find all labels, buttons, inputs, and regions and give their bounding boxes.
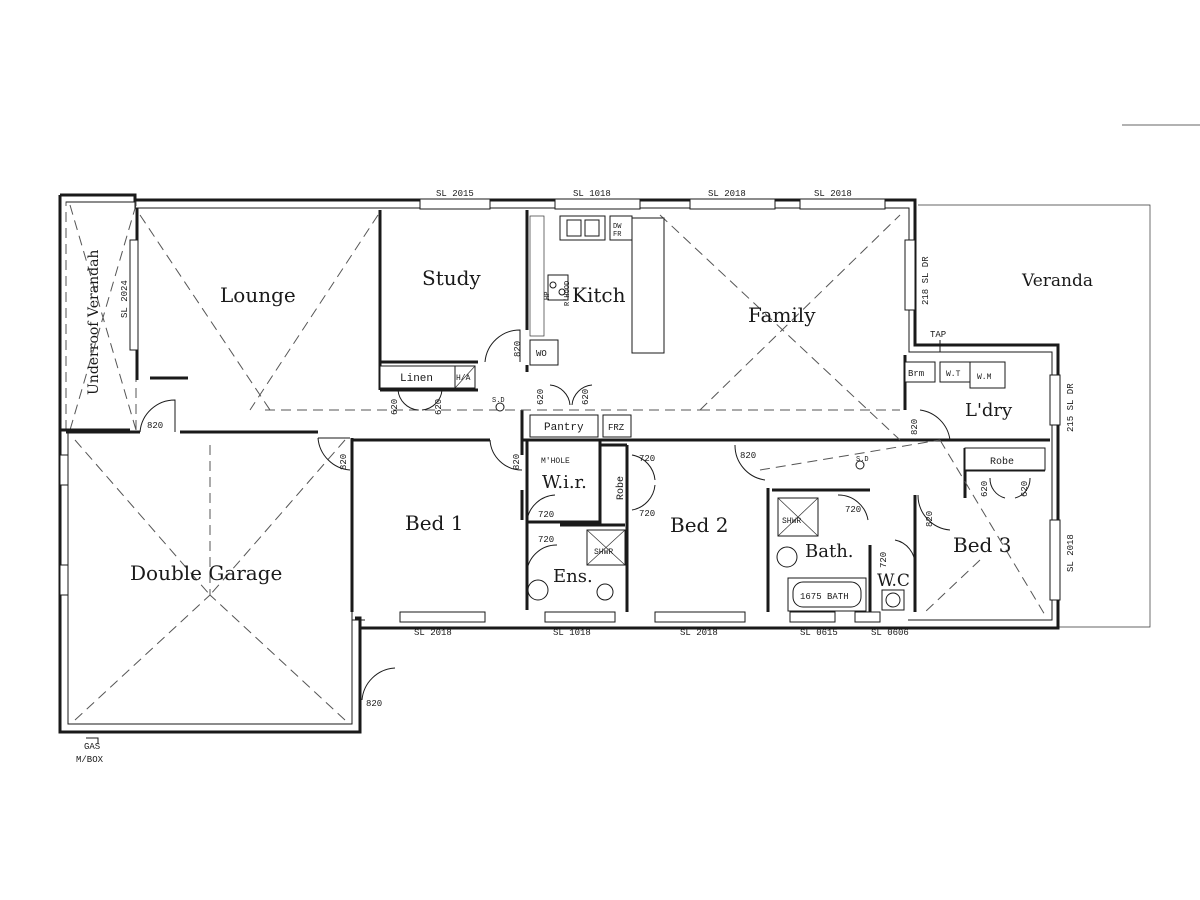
door-label-robe-1: 720 bbox=[639, 454, 655, 464]
room-label-veranda: Veranda bbox=[1021, 271, 1093, 291]
label-pantry: Pantry bbox=[544, 422, 584, 434]
window-label-lounge-left: SL 2024 bbox=[120, 280, 130, 318]
window-label-bot-3: SL 2018 bbox=[680, 628, 718, 638]
kitchen-fixtures bbox=[529, 215, 665, 438]
door-label-ldry: 820 bbox=[910, 419, 920, 435]
window-label-bot-5: SL 0606 bbox=[871, 628, 909, 638]
door-label-robe-2: 720 bbox=[639, 509, 655, 519]
windows bbox=[59, 198, 1061, 623]
label-hp: HP bbox=[544, 292, 552, 300]
door-label-bath: 720 bbox=[845, 505, 861, 515]
door-label-garage-side: 820 bbox=[366, 699, 382, 709]
label-robe-bed2: Robe bbox=[615, 476, 627, 500]
room-label-bed2: Bed 2 bbox=[670, 513, 728, 537]
label-wm: W.M bbox=[977, 373, 992, 382]
door-label-pantry-2: 620 bbox=[581, 389, 591, 405]
door-label-wc: 720 bbox=[879, 552, 889, 568]
room-label-underroof-verandah: Underroof Verandah bbox=[86, 250, 102, 395]
door-label-garage-top: 820 bbox=[339, 454, 349, 470]
window-label-ldry-right: 215 SL DR bbox=[1066, 383, 1076, 432]
label-robe-bed3: Robe bbox=[990, 456, 1014, 468]
room-label-lounge: Lounge bbox=[220, 283, 296, 307]
room-label-wir: W.i.r. bbox=[542, 472, 587, 493]
door-label-bed2: 820 bbox=[740, 451, 756, 461]
door-label-robe3-1: 620 bbox=[980, 481, 990, 497]
door-label-bed1-top: 820 bbox=[512, 454, 522, 470]
door-label-bed3: 820 bbox=[925, 511, 935, 527]
label-linen: Linen bbox=[400, 373, 433, 385]
room-label-bath: Bath. bbox=[805, 541, 854, 562]
room-label-bed1: Bed 1 bbox=[405, 511, 463, 535]
wet-fixtures bbox=[379, 361, 1046, 612]
interior-walls bbox=[66, 208, 1050, 612]
markers bbox=[86, 340, 941, 744]
label-gas: GAS bbox=[84, 742, 100, 752]
window-label-bed3-right: SL 2018 bbox=[1066, 534, 1076, 572]
window-label-family-right: 218 SL DR bbox=[921, 256, 931, 305]
label-brm: Brm bbox=[908, 369, 924, 379]
window-label-bot-4: SL 0615 bbox=[800, 628, 838, 638]
door-label-linen-1: 620 bbox=[390, 399, 400, 415]
ceiling-diagonals bbox=[74, 214, 1046, 721]
room-label-ldry: L'dry bbox=[965, 400, 1013, 421]
window-label-bot-1: SL 2018 bbox=[414, 628, 452, 638]
label-fr: FR bbox=[613, 231, 622, 239]
label-sd-1: S.D bbox=[492, 397, 505, 405]
window-label-top-1: SL 2015 bbox=[436, 189, 474, 199]
window-label-top-3: SL 2018 bbox=[708, 189, 746, 199]
label-sd-2: S.D bbox=[856, 456, 869, 464]
door-label-pantry-1: 620 bbox=[536, 389, 546, 405]
label-bath-size: 1675 BATH bbox=[800, 592, 849, 602]
window-label-bot-2: SL 1018 bbox=[553, 628, 591, 638]
window-label-top-2: SL 1018 bbox=[573, 189, 611, 199]
door-label-study: 820 bbox=[513, 341, 523, 357]
room-label-bed3: Bed 3 bbox=[953, 533, 1011, 557]
label-shwr-ens: SHWR bbox=[594, 548, 613, 557]
window-label-top-4: SL 2018 bbox=[814, 189, 852, 199]
room-label-family: Family bbox=[748, 303, 816, 327]
label-mbox: M/BOX bbox=[76, 755, 104, 765]
door-label-robe3-2: 620 bbox=[1020, 481, 1030, 497]
room-label-double-garage: Double Garage bbox=[130, 561, 282, 585]
label-dw: DW bbox=[613, 223, 622, 231]
underroof-diag-2 bbox=[69, 204, 137, 431]
label-tap: TAP bbox=[930, 330, 946, 340]
label-ha: H/A bbox=[456, 374, 471, 383]
label-rhood: R'HOOD bbox=[564, 281, 572, 306]
label-shwr-bath: SHWR bbox=[782, 517, 801, 526]
label-mhole: M'HOLE bbox=[541, 457, 570, 466]
room-label-study: Study bbox=[422, 266, 481, 290]
label-wo: WO bbox=[536, 349, 547, 359]
room-label-wc: W.C bbox=[877, 571, 910, 591]
door-label-ens: 720 bbox=[538, 535, 554, 545]
door-label-lounge: 820 bbox=[147, 421, 163, 431]
door-label-linen-2: 620 bbox=[434, 399, 444, 415]
door-label-wir: 720 bbox=[538, 510, 554, 520]
room-label-ens: Ens. bbox=[553, 566, 593, 587]
veranda-outline bbox=[918, 204, 1151, 628]
doors bbox=[139, 329, 1031, 701]
label-wt: W.T bbox=[946, 370, 961, 379]
room-label-kitch: Kitch bbox=[572, 283, 626, 307]
label-frz: FRZ bbox=[608, 423, 625, 433]
